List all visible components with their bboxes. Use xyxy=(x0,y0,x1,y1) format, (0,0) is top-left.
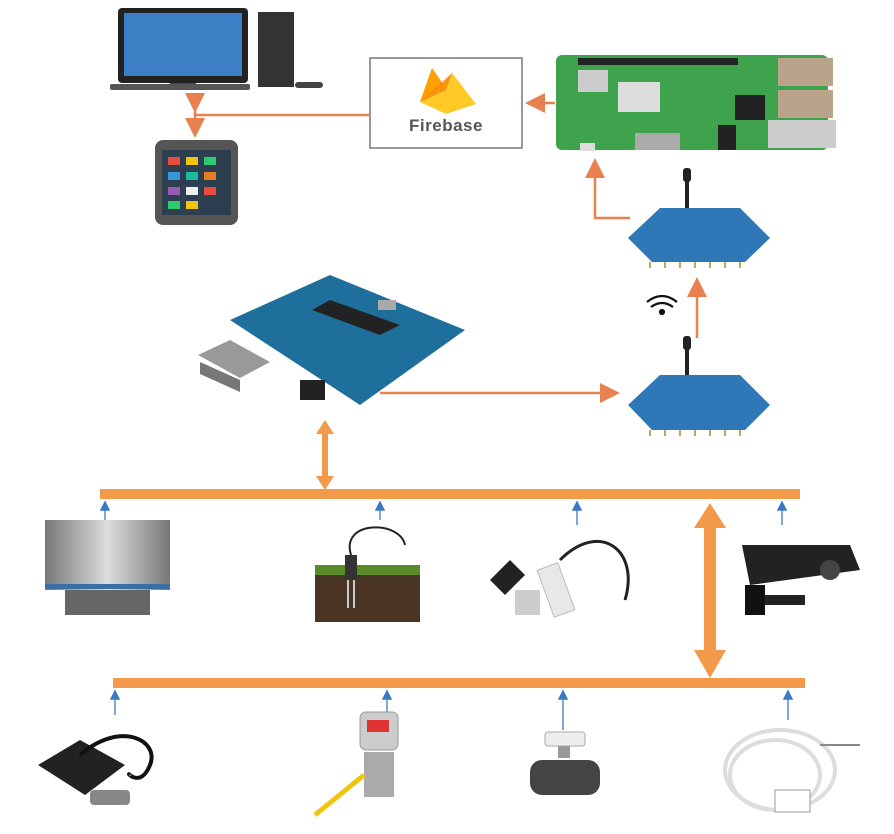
sensor-bus-2 xyxy=(113,678,805,688)
firebase-icon xyxy=(420,68,476,114)
cylindrical-sensor-icon xyxy=(45,520,170,615)
tablet-icon xyxy=(155,140,238,225)
firebase-label: Firebase xyxy=(409,116,483,135)
leak-detection-cable-icon xyxy=(723,728,860,813)
arduino-board-icon xyxy=(198,275,465,405)
desktop-computer-icon xyxy=(110,8,323,90)
xbee-to-pi-arrow xyxy=(585,158,630,220)
wifi-icon xyxy=(646,294,678,316)
sensor-bus-1 xyxy=(100,489,800,499)
flow-meter-icon xyxy=(530,731,600,795)
sensor-connection-arrows xyxy=(99,500,794,730)
tilt-sensor-icon xyxy=(38,734,154,805)
temperature-humidity-sensor-icon xyxy=(490,540,630,618)
pressure-sensor-icon xyxy=(313,711,399,817)
soil-moisture-sensor-icon xyxy=(315,526,420,622)
data-flow-arrows xyxy=(185,93,707,403)
raspberry-pi-icon xyxy=(556,55,836,151)
arduino-bus-double-arrow xyxy=(316,420,334,490)
cctv-camera-icon xyxy=(742,545,860,615)
firebase-box xyxy=(369,57,523,149)
xbee-module-bottom-icon xyxy=(628,336,770,436)
bus-link-double-arrow xyxy=(694,503,726,678)
xbee-module-top-icon xyxy=(628,168,770,268)
